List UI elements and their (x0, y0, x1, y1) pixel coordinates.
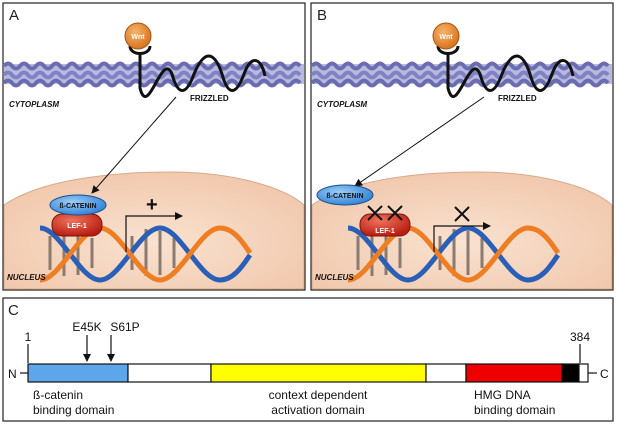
beta-catenin-protein: ß-CATENIN (49, 194, 107, 216)
panel-b: B Wnt CYTOPLASM FRIZZLED LEF (310, 2, 614, 291)
c-terminus: C (600, 367, 609, 381)
activation-plus: + (146, 194, 158, 216)
frizzled-label: FRIZZLED (190, 94, 229, 103)
protein-domain-bar (27, 363, 589, 383)
nucleus-label: NUCLEUS (315, 273, 354, 282)
panel-b-letter: B (317, 7, 327, 24)
mutation-e45k-label: E45K (72, 320, 101, 334)
panel-c-frame (2, 297, 614, 422)
panel-a: A Wnt CYTOPLASM FRIZZLED (2, 2, 306, 291)
beta-catenin-binding-domain (27, 363, 129, 383)
context-domain-label-1: context dependent (269, 388, 368, 402)
cytoplasm-label: CYTOPLASM (317, 100, 367, 109)
beta-catenin-protein: ß-CATENIN (316, 184, 374, 206)
beta-domain-label-1: ß-catenin (33, 388, 83, 402)
transcription-blocked-mark (454, 206, 470, 222)
cell-membrane (2, 61, 304, 88)
hmg-dna-binding-domain (465, 363, 563, 383)
beta-domain-label-2: binding domain (33, 403, 114, 417)
cytoplasm-label: CYTOPLASM (9, 100, 59, 109)
transcription-arrow (433, 222, 491, 252)
dna-helix (39, 225, 253, 283)
c-terminal-tail (578, 363, 589, 383)
linker-region (425, 363, 467, 383)
wnt-label: Wnt (131, 34, 145, 41)
cell-membrane (310, 61, 612, 88)
binding-loss-marks (367, 205, 403, 221)
wnt-ligand: Wnt (432, 22, 460, 50)
lef1-protein: LEF-1 (51, 213, 103, 237)
context-domain-label-2: activation domain (271, 403, 364, 417)
wnt-label: Wnt (439, 34, 453, 41)
context-dependent-activation-domain (210, 363, 427, 383)
lef1-label: LEF-1 (375, 228, 395, 235)
panel-c-letter: C (8, 302, 19, 319)
panel-c: C 1 E45K S61P 384 N C ß-catenin binding … (2, 297, 614, 422)
frizzled-label: FRIZZLED (498, 94, 537, 103)
hmg-domain-label-2: binding domain (474, 403, 555, 417)
signal-arrow (91, 96, 177, 194)
nucleus-label: NUCLEUS (7, 273, 46, 282)
signal-arrow (354, 96, 485, 187)
linker-region (127, 363, 212, 383)
mutation-s61p-label: S61P (110, 320, 139, 334)
dna-helix (347, 225, 561, 283)
beta-catenin-label: ß-CATENIN (326, 193, 363, 200)
wnt-ligand: Wnt (124, 22, 152, 50)
c-terminal-segment (561, 363, 580, 383)
beta-catenin-label: ß-CATENIN (59, 203, 96, 210)
lef1-label: LEF-1 (67, 223, 87, 230)
start-residue: 1 (25, 330, 32, 344)
panel-a-letter: A (9, 7, 19, 24)
hmg-domain-label-1: HMG DNA (474, 388, 531, 402)
n-terminus: N (8, 367, 17, 381)
frizzled-receptor (436, 45, 575, 98)
end-residue: 384 (570, 330, 590, 344)
transcription-arrow (125, 212, 183, 252)
frizzled-receptor (128, 45, 267, 98)
lef1-protein: LEF-1 (359, 213, 411, 237)
